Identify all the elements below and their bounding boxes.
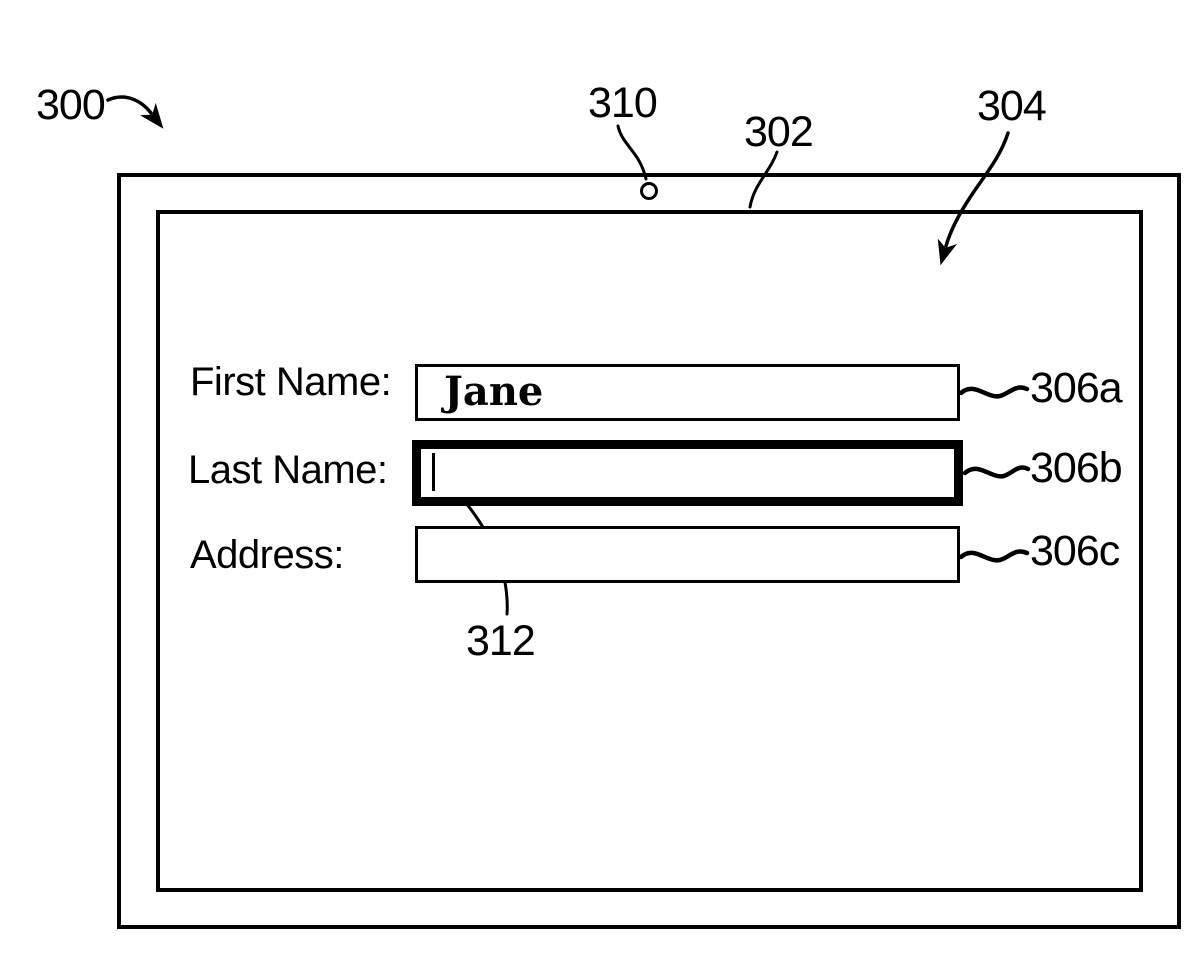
- address-label: Address:: [190, 533, 344, 577]
- leader-arrow-300: [106, 95, 164, 129]
- first-name-label: First Name:: [190, 360, 392, 404]
- device-outline: [117, 173, 1181, 929]
- first-name-input: Jane: [415, 364, 960, 421]
- ref-label-312: 312: [466, 617, 536, 665]
- ref-label-302: 302: [744, 108, 814, 156]
- address-input: [415, 526, 960, 583]
- first-name-value: Jane: [444, 368, 544, 415]
- ref-label-310: 310: [588, 79, 658, 127]
- display-outline: [156, 210, 1143, 892]
- last-name-input-focused: [412, 440, 963, 506]
- ref-label-306a: 306a: [1030, 364, 1123, 412]
- last-name-label: Last Name:: [188, 448, 388, 492]
- ref-label-306c: 306c: [1030, 527, 1120, 575]
- leader-310: [616, 124, 648, 181]
- ref-label-300: 300: [36, 81, 106, 129]
- camera-dot-icon: [640, 182, 658, 200]
- text-cursor: [432, 453, 435, 491]
- ref-label-304: 304: [977, 82, 1047, 130]
- ref-label-306b: 306b: [1030, 444, 1123, 492]
